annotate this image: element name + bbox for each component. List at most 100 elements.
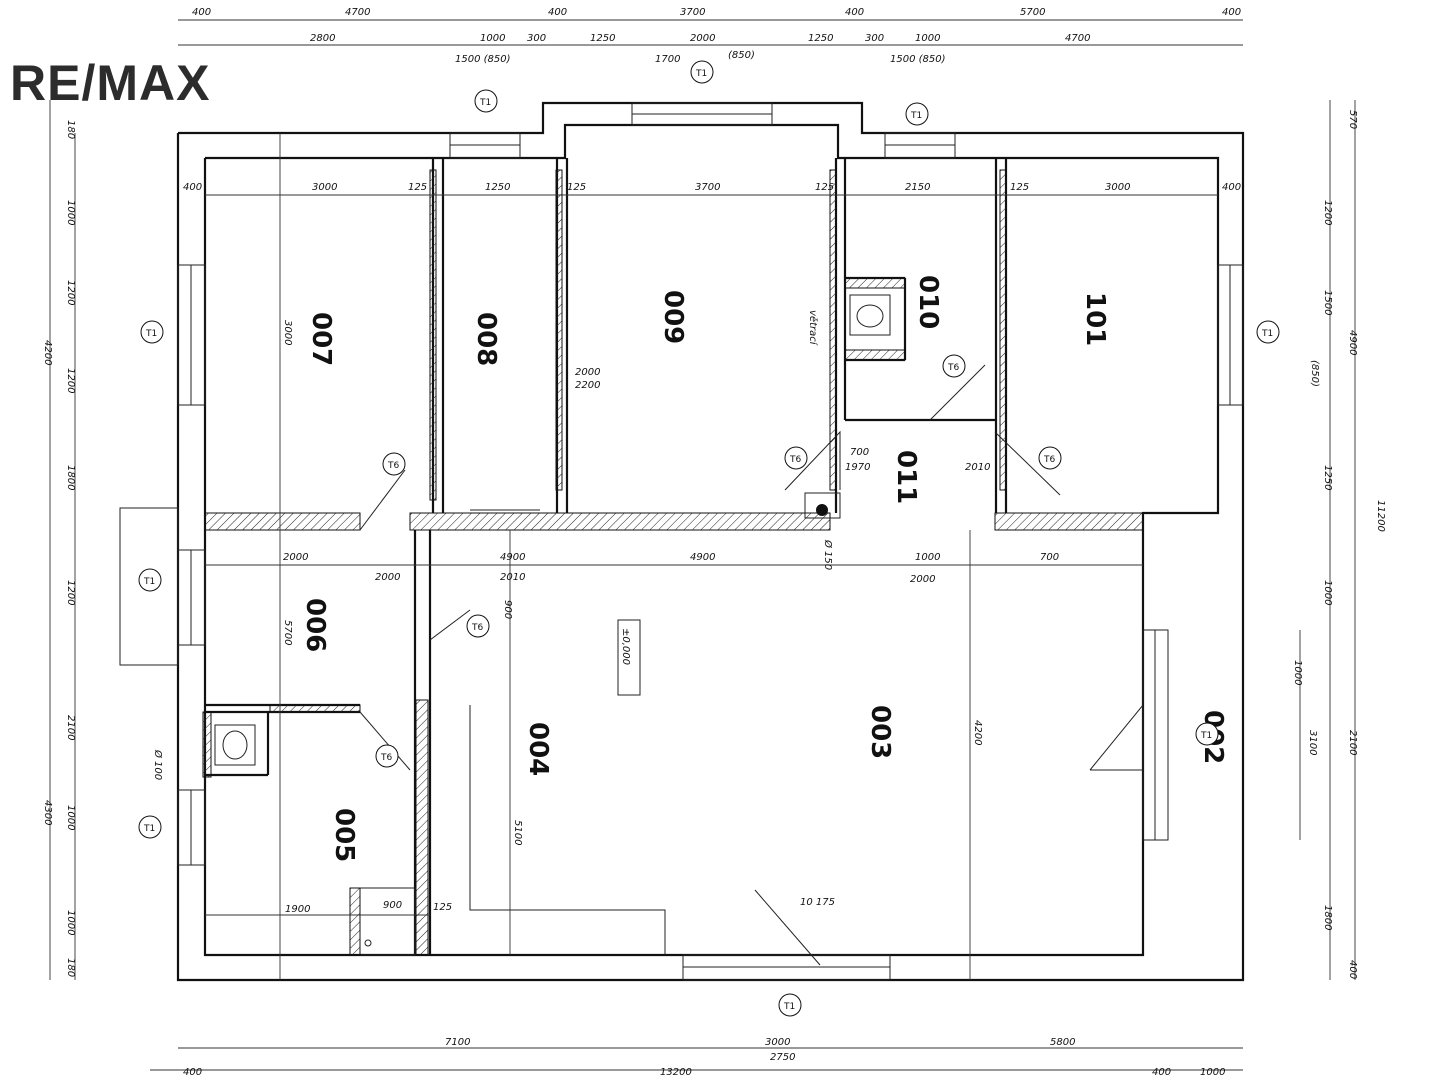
dim-top-5: 400 <box>845 7 864 18</box>
dimension-labels-bottom: 400 7100 3000 13200 2750 5800 400 1000 <box>183 1037 1225 1078</box>
remax-logo: RE/MAX <box>10 55 211 111</box>
dim-mid-14: 10 175 <box>800 897 835 908</box>
tag-circle: T1 <box>138 815 162 839</box>
room-004: 004 <box>523 722 553 776</box>
dim-left-9: 4300 <box>42 800 53 825</box>
svg-text:T1: T1 <box>143 577 155 587</box>
tag-circle: T6 <box>942 354 966 378</box>
dim-right-13: 400 <box>1347 960 1358 979</box>
dim-mid-13: 125 <box>433 902 452 913</box>
dim-in-2: 3000 <box>312 182 337 193</box>
dim-mid-2: 2000 <box>375 572 400 583</box>
dim-right-7: 1000 <box>1322 580 1333 605</box>
dim-top-6: 5700 <box>1020 7 1045 18</box>
dim-mid-4: 1000 <box>915 552 940 563</box>
dim-in-4: 1250 <box>485 182 510 193</box>
svg-text:T1: T1 <box>143 824 155 834</box>
dim-right-6: 1250 <box>1322 465 1333 490</box>
dim-left-1: 180 <box>65 120 76 139</box>
svg-text:T1: T1 <box>1261 329 1273 339</box>
dim-bot-4: 13200 <box>660 1067 692 1078</box>
dim-left-11: 1000 <box>65 910 76 935</box>
dim-right-4: (850) <box>1309 360 1320 387</box>
dim-bot-8: 1000 <box>1200 1067 1225 1078</box>
tag-circle: T1 <box>1195 722 1219 746</box>
dim-top2-9: 1250 <box>808 33 833 44</box>
tag-circle: T6 <box>1038 446 1062 470</box>
tag-circle: T6 <box>382 452 406 476</box>
dim-right-8: 11200 <box>1375 500 1386 532</box>
dim-right-10: 1000 <box>1292 660 1303 685</box>
dim-v-3: 4200 <box>972 720 983 745</box>
dim-mid-17: 2010 <box>965 462 990 473</box>
tag-circle: T1 <box>778 993 802 1017</box>
dim-right-3: 1500 <box>1322 290 1333 315</box>
dim-in-10: 3000 <box>1105 182 1130 193</box>
dim-left-5: 1200 <box>65 368 76 393</box>
svg-text:T6: T6 <box>1043 455 1055 465</box>
tag-circle: T6 <box>784 446 808 470</box>
tag-circle: T1 <box>905 102 929 126</box>
dim-mid-12: 900 <box>383 900 402 911</box>
dim-bot-5: 2750 <box>770 1052 795 1063</box>
dim-right-1: 570 <box>1347 110 1358 129</box>
room-005: 005 <box>329 808 359 862</box>
dim-bot-2: 7100 <box>445 1037 470 1048</box>
room-labels: 002 003 004 005 006 007 008 009 010 011 … <box>300 275 1228 862</box>
dim-v-4: 5100 <box>512 820 523 845</box>
interior-walls <box>202 158 1144 956</box>
svg-text:T6: T6 <box>789 455 801 465</box>
dim-mid-8: 2200 <box>575 380 600 391</box>
svg-text:T6: T6 <box>947 363 959 373</box>
vent-note: větrací <box>807 310 819 346</box>
room-008: 008 <box>471 312 501 366</box>
dim-top2-8: (850) <box>728 50 755 61</box>
dim-top2-6: 2000 <box>690 33 715 44</box>
dim-mid-7: 2000 <box>575 367 600 378</box>
room-009: 009 <box>658 290 688 344</box>
svg-text:T1: T1 <box>145 329 157 339</box>
vent-note-2: Ø 100 <box>152 749 164 780</box>
dim-top2-10: 300 <box>865 33 884 44</box>
dim-mid-6: 700 <box>1040 552 1059 563</box>
room-101: 101 <box>1080 292 1110 346</box>
dim-mid-15: 700 <box>850 447 869 458</box>
dimension-labels-inner: 400 3000 125 1250 125 3700 125 2150 125 … <box>183 182 1241 915</box>
tag-circle: T1 <box>690 60 714 84</box>
dim-top-3: 400 <box>548 7 567 18</box>
dim-top-2: 4700 <box>345 7 370 18</box>
room-007: 007 <box>306 312 336 366</box>
door-swings <box>359 364 1144 966</box>
svg-text:T1: T1 <box>1200 731 1212 741</box>
level-text: ±0,000 <box>620 628 631 665</box>
chimney-note: Ø 150 <box>822 539 834 570</box>
dim-top2-7: 1700 <box>655 54 680 65</box>
tag-circle: T1 <box>140 320 164 344</box>
dim-right-9: 2100 <box>1347 730 1358 755</box>
svg-text:T6: T6 <box>380 753 392 763</box>
dim-top2-4: 300 <box>527 33 546 44</box>
dimension-labels-top: 400 4700 400 3700 400 5700 400 2800 1000… <box>192 7 1241 65</box>
dim-top-1: 400 <box>192 7 211 18</box>
element-tags: T1 T1 T1 T1 T1 T1 T1 T1 T1 T6 T6 T6 T6 T… <box>138 60 1280 1017</box>
dim-left-2: 1000 <box>65 200 76 225</box>
dim-top2-1: 2800 <box>310 33 335 44</box>
dim-top2-3: 1500 (850) <box>455 54 511 65</box>
dim-mid-11: 1900 <box>285 904 310 915</box>
dim-in-5: 125 <box>567 182 586 193</box>
dimension-labels-right: 570 1200 1500 (850) 4900 1250 1000 11200… <box>1292 110 1386 979</box>
windows <box>119 102 1244 981</box>
dim-v-5: 900 <box>502 600 513 619</box>
dim-left-7: 1200 <box>65 580 76 605</box>
dim-in-1: 400 <box>183 182 202 193</box>
tag-circle: T6 <box>466 614 490 638</box>
dim-top2-13: 4700 <box>1065 33 1090 44</box>
svg-text:T6: T6 <box>387 461 399 471</box>
room-003: 003 <box>865 705 895 759</box>
exterior-walls <box>176 101 1245 982</box>
dim-top-7: 400 <box>1222 7 1241 18</box>
dim-v-2: 5700 <box>282 620 293 645</box>
dim-left-4: 4200 <box>42 340 53 365</box>
dim-bot-3: 3000 <box>765 1037 790 1048</box>
dim-top-4: 3700 <box>680 7 705 18</box>
